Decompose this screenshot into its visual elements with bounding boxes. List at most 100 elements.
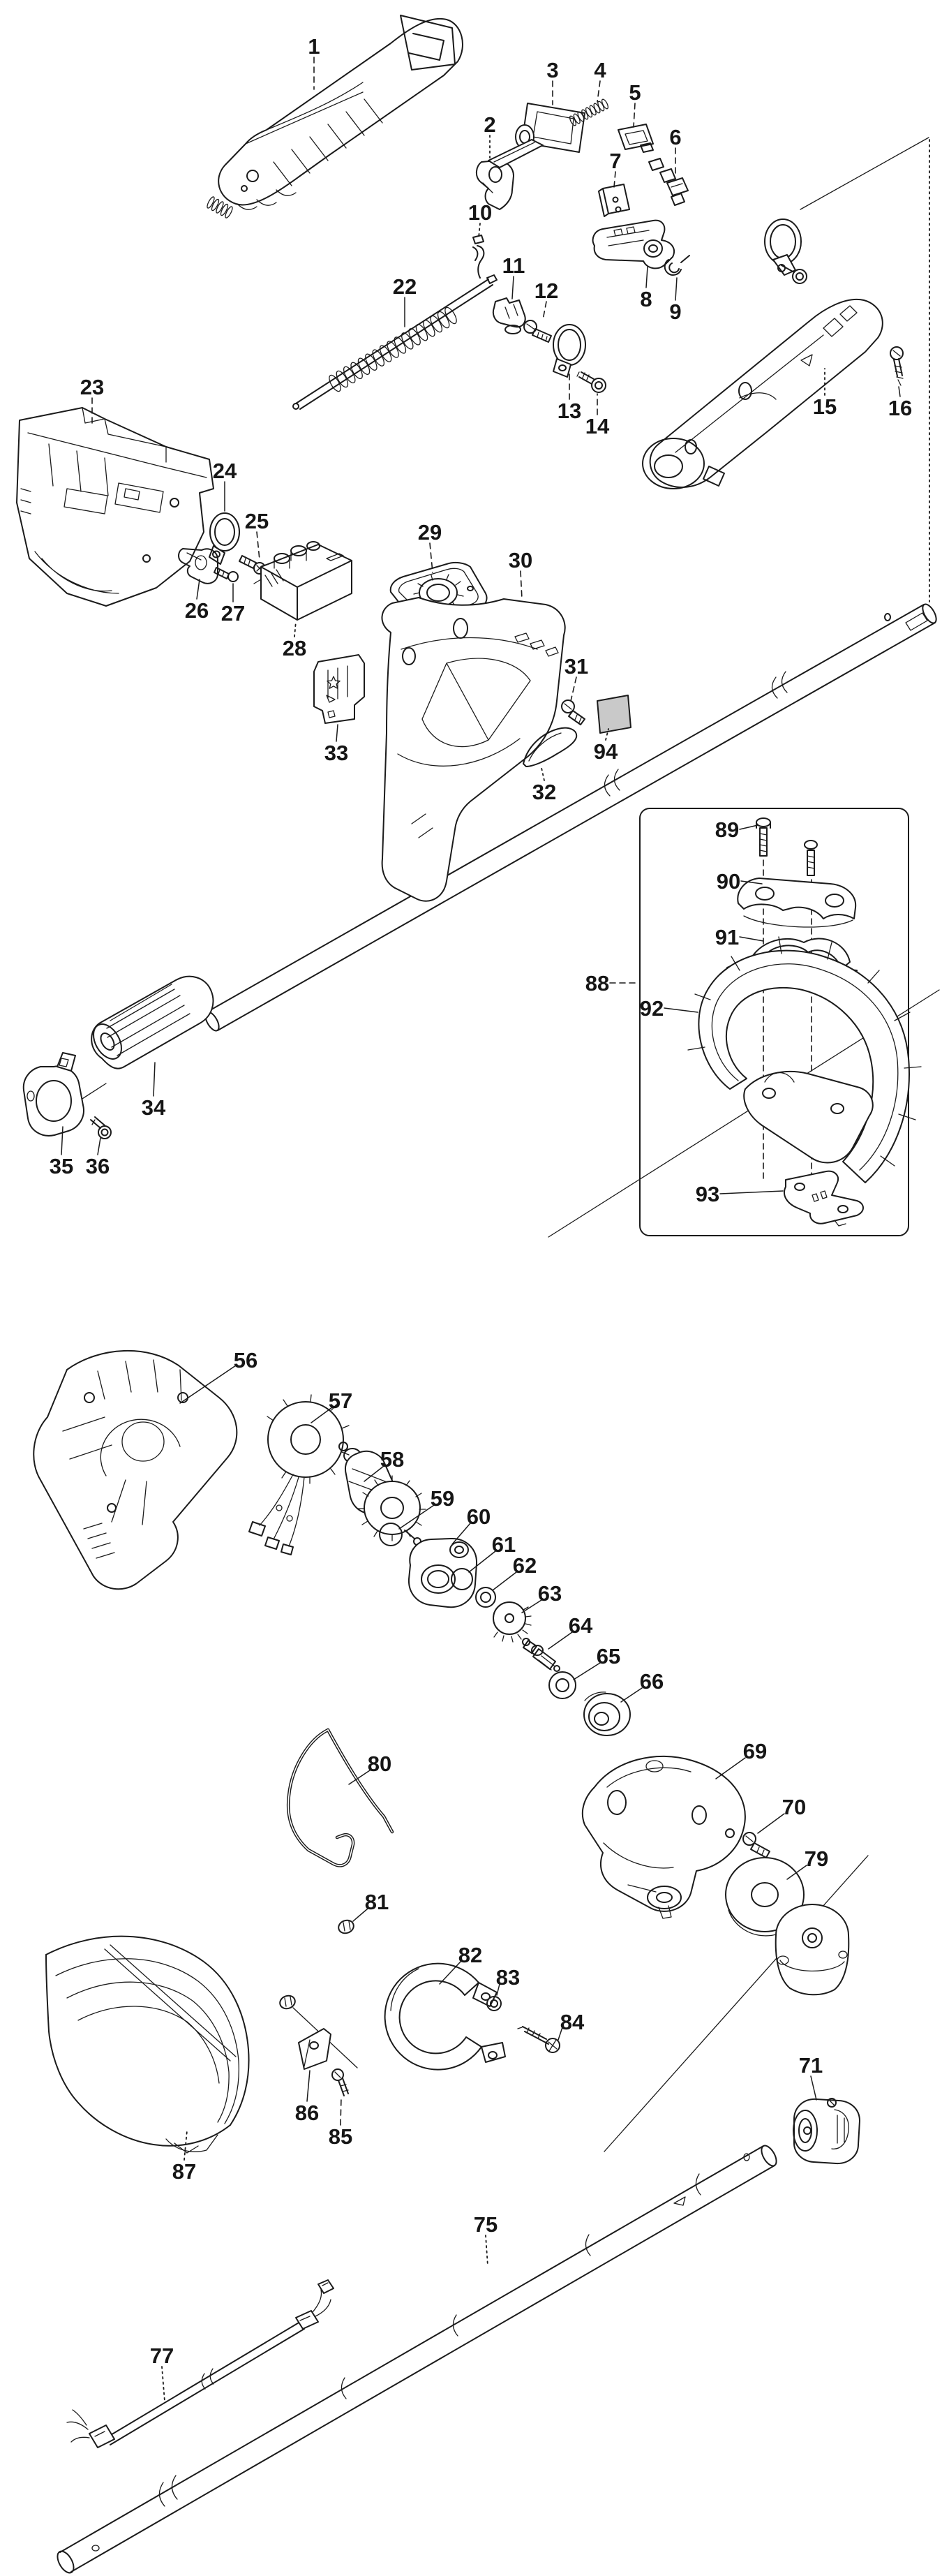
leader-line-91 [739,936,764,942]
part-11-shape [492,297,526,334]
leader-line-75 [485,2235,488,2267]
part-70-shape [742,1832,770,1858]
part-93-shape [784,1170,864,1227]
part-label-92: 92 [640,996,664,1021]
leader-line-82 [439,1961,461,1985]
part-31-shape [561,699,585,725]
leader-line-10 [478,223,481,238]
part-6-shape [648,158,689,206]
part-label-60: 60 [467,1504,491,1529]
leader-line-89 [739,824,758,830]
part-69-shape [581,1755,746,1919]
part-label-26: 26 [185,598,209,623]
part-label-58: 58 [380,1447,404,1472]
part-12-shape [523,320,552,343]
leader-line-57 [311,1407,333,1423]
part-2-shape [476,160,514,210]
part-1-shape [218,15,463,210]
part-label-27: 27 [221,601,245,626]
part-62-shape [475,1587,496,1608]
part-label-33: 33 [324,741,348,765]
part-26-shape [178,548,218,584]
leader-line-94 [605,728,609,741]
part-83-shape [486,1996,502,2011]
leader-line-4 [597,80,601,103]
part-64-shape [522,1638,560,1672]
part-label-89: 89 [715,817,739,842]
part-3-shape [488,103,585,168]
leader-line-16 [898,386,901,397]
part-label-35: 35 [50,1154,73,1178]
part-label-25: 25 [245,509,269,533]
spring-coil-0 [329,306,457,392]
part-label-59: 59 [431,1486,454,1511]
part-label-84: 84 [560,2010,585,2034]
part-label-34: 34 [142,1095,166,1120]
part-13-shape [553,324,586,378]
part-79-shape [725,1857,805,1937]
part-87-shape [45,1935,250,2154]
part-label-83: 83 [496,1965,520,1990]
part-label-77: 77 [150,2344,174,2368]
part-33-shape [313,654,365,724]
part-27-shape [214,567,239,582]
part-label-30: 30 [509,548,532,572]
leader-line-60 [451,1523,471,1545]
spring-coil-2 [207,196,233,219]
upper-shaft-pipe [204,603,937,1032]
part-label-81: 81 [365,1890,389,1914]
leader-line-92 [664,1007,698,1013]
part-label-9: 9 [669,299,681,324]
part-61-shape [451,1568,473,1590]
part-label-28: 28 [283,636,306,660]
leader-line-83 [496,1983,500,1996]
leader-line-35 [61,1126,63,1155]
part-56-shape [33,1350,238,1590]
leader-line-31 [570,676,577,702]
part-8-shape [592,219,675,269]
part-30-shape [381,597,566,902]
part-80-shape [286,1728,394,1867]
part-label-32: 32 [532,780,556,804]
leader-line-59 [398,1504,435,1530]
part-57-shape [248,1394,350,1555]
part-label-64: 64 [569,1613,593,1638]
leader-line-8 [645,266,648,288]
part-label-85: 85 [329,2124,352,2149]
leader-line-9 [675,277,678,301]
part-7-shape [598,184,630,217]
leader-line-71 [810,2075,817,2101]
part-label-56: 56 [234,1348,257,1372]
part-label-86: 86 [295,2101,319,2125]
part-71-shape [793,2098,860,2165]
part-58-shape [338,1442,426,1546]
part-label-63: 63 [538,1581,562,1606]
leader-line-30 [520,570,523,600]
part-14-shape [576,371,606,393]
part-36-shape [90,1116,112,1139]
leader-line-69 [715,1757,746,1779]
part-label-82: 82 [458,1943,482,1967]
leader-line-63 [521,1599,542,1613]
part-label-14: 14 [585,414,610,438]
part-label-23: 23 [80,375,104,399]
part-label-16: 16 [888,396,912,420]
part-90-shape [737,878,857,928]
part-34-shape [91,975,214,1069]
part-24-shape [209,512,240,565]
axis-guide-lines [66,137,930,2152]
leader-line-62 [492,1571,517,1591]
leader-line-79 [786,1865,807,1880]
leader-line-77 [161,2366,165,2402]
leader-line-12 [542,301,547,320]
part-65-shape [548,1671,576,1699]
part-label-22: 22 [393,274,417,299]
part-86-shape [298,2028,331,2070]
leader-line-58 [364,1465,384,1482]
trimmer-spool-shape [775,1904,850,1996]
part-label-61: 61 [492,1532,516,1557]
leader-line-70 [757,1813,785,1834]
part-label-24: 24 [213,459,237,483]
